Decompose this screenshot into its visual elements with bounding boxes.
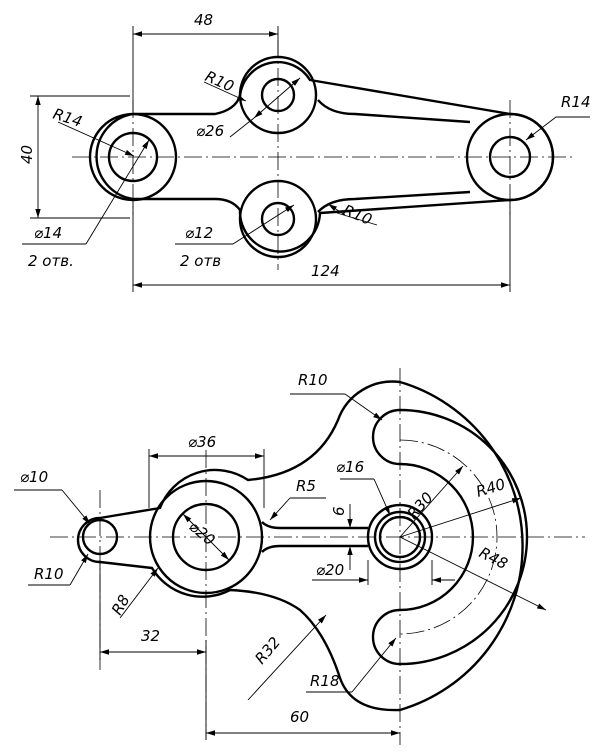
dim-R40-line (399, 497, 522, 538)
dim-phi26-label: ⌀26 (196, 122, 224, 140)
right-hole-phi14 (488, 135, 532, 179)
dim-48-label: 48 (194, 11, 213, 29)
dim-R30-line (399, 465, 464, 538)
dim-R10-top-label: R10 (298, 371, 328, 389)
dim-R10-bottom-label: R10 (341, 201, 375, 229)
slot-contour (371, 408, 529, 666)
dim-R8-leader (119, 567, 159, 619)
dim-R10-top-label: R10 (202, 67, 236, 95)
upper-inner-contour (317, 99, 471, 124)
dim-phi14-note: 2 отв. (28, 252, 74, 270)
dim-R5-label: R5 (296, 477, 316, 495)
dim-phi10-leader (61, 489, 91, 525)
dim-R10-top-leader (203, 81, 247, 102)
dim-phi14-leader (85, 139, 150, 245)
dim-phi20-right-label: ⌀20 (316, 561, 344, 579)
dim-R10-left-label: R10 (34, 565, 64, 583)
bottom-hole-phi12 (260, 201, 296, 237)
dim-R10-bottom-leader (327, 203, 346, 216)
dim-phi10-label: ⌀10 (20, 468, 48, 486)
left-hole-phi14 (107, 131, 159, 183)
dim-phi12-label: ⌀12 (185, 224, 213, 242)
dim-32-label: 32 (141, 627, 160, 645)
right-hole-phi16 (373, 510, 427, 564)
dim-phi20-left-line (182, 513, 230, 561)
right-inner-circle (378, 515, 422, 559)
dim-R10-left-leader (69, 553, 89, 586)
dim-R48-line (399, 536, 547, 611)
dim-124-label: 124 (311, 262, 340, 280)
dim-R32-leader (247, 614, 327, 701)
upper-lower-inner-contour (317, 190, 471, 213)
lower-part-drawing: R10 ⌀36 ⌀10 ⌀16 R30 R40 R5 6 ⌀20 (14, 368, 585, 745)
dim-R48-label: R48 (476, 544, 510, 573)
dim-60-label: 60 (290, 708, 309, 726)
dim-R40-label: R40 (474, 475, 507, 501)
bottom-boss-circle (238, 179, 318, 259)
right-boss-circle-phi20 (366, 503, 434, 571)
dim-6-label: 6 (330, 506, 348, 516)
dim-R30-label: R30 (404, 489, 437, 523)
dim-R10-top-leader (344, 393, 383, 421)
dim-phi26-line (253, 77, 301, 119)
dim-R14-left-label: R14 (51, 105, 85, 131)
web-lower-edge (261, 544, 368, 553)
dim-phi16-label: ⌀16 (336, 458, 364, 476)
dim-R14-right-leader (525, 116, 557, 141)
left-hole-phi10 (81, 518, 119, 556)
upper-part-outline (95, 60, 555, 253)
dim-phi12-note: 2 отв (180, 252, 221, 270)
web-upper-edge (261, 521, 368, 530)
dim-R5-leader (269, 497, 291, 521)
dim-R18-leader (351, 637, 397, 693)
dim-R10-bottom-shelf (336, 212, 378, 226)
dim-phi14-label: ⌀14 (34, 224, 62, 242)
dim-R14-left-leader (57, 121, 135, 157)
dim-phi26-leader (229, 117, 255, 138)
slot-center-arc (399, 439, 498, 635)
dim-phi12-leader (232, 204, 295, 245)
dim-R18-label: R18 (310, 672, 340, 690)
dim-phi36-label: ⌀36 (188, 433, 216, 451)
dim-R8-label: R8 (108, 592, 134, 618)
upper-part-drawing: 48 R10 R14 R14 ⌀26 40 R10 ⌀14 2 отв. ⌀12 (18, 11, 591, 292)
mid-boss-circle-phi36 (148, 479, 264, 595)
dim-phi16-leader (373, 478, 391, 516)
dim-R14-right-label: R14 (561, 93, 591, 111)
mid-hole-phi20 (171, 502, 241, 572)
dim-40-label: 40 (18, 145, 36, 164)
lower-part-outline (76, 380, 524, 712)
dim-R32-label: R32 (251, 633, 284, 667)
